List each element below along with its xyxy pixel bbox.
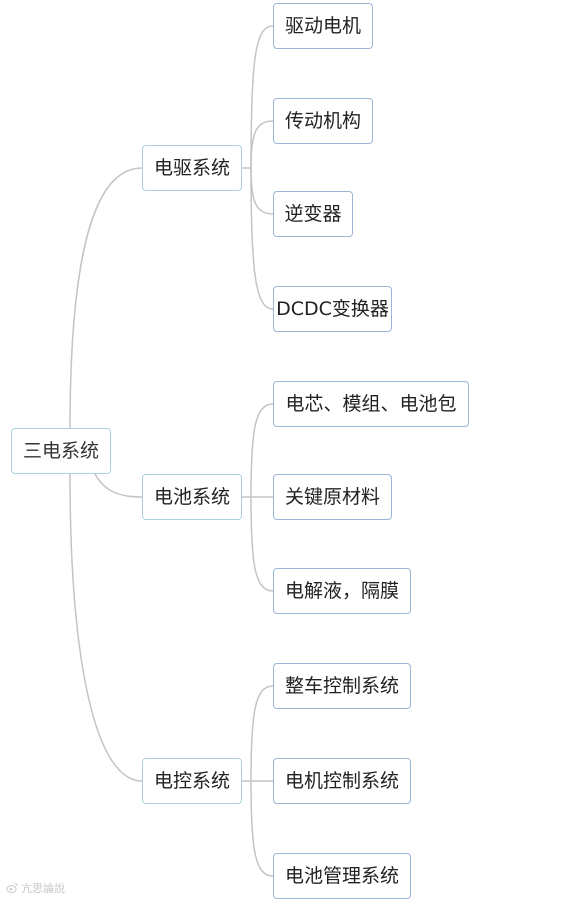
leaf-node-2-1[interactable]: 电芯、模组、电池包 [273,381,469,427]
branch-node-3[interactable]: 电控系统 [142,758,242,804]
leaf-node-3-2[interactable]: 电机控制系统 [273,758,411,804]
watermark: 亢思論說 [6,880,65,896]
leaf-node-1-2[interactable]: 传动机构 [273,98,373,144]
leaf-node-2-3[interactable]: 电解液，隔膜 [273,568,411,614]
branch2-child1-connector [250,403,274,498]
watermark-text: 亢思論說 [21,882,65,895]
branch1-child3-connector [250,167,274,215]
leaf-node-2-2[interactable]: 关键原材料 [273,474,392,520]
leaf-node-2-3-label: 电解液，隔膜 [284,579,399,602]
leaf-node-3-1[interactable]: 整车控制系统 [273,663,411,709]
leaf-node-1-1-label: 驱动电机 [284,14,361,37]
leaf-node-1-4-label: DCDC变换器 [276,297,389,320]
leaf-node-2-2-label: 关键原材料 [284,485,380,508]
branch2-child3-connector [250,496,274,592]
root-connector-2 [94,473,143,498]
branch-node-1[interactable]: 电驱系统 [142,145,242,191]
leaf-node-1-3-label: 逆变器 [284,202,342,225]
leaf-node-1-2-label: 传动机构 [284,109,361,132]
branch1-child2-connector [250,120,274,169]
root-connector-1 [69,167,143,431]
leaf-node-3-3[interactable]: 电池管理系统 [273,853,411,899]
leaf-node-1-4[interactable]: DCDC变换器 [273,286,392,332]
branch-node-2-label: 电池系统 [153,485,230,508]
leaf-node-3-2-label: 电机控制系统 [284,769,399,792]
leaf-node-1-1[interactable]: 驱动电机 [273,3,373,49]
branch3-child3-connector [250,780,274,877]
branch1-child4-connector [250,167,274,310]
branch-node-1-label: 电驱系统 [153,156,230,179]
root-connector-3 [69,473,143,782]
branch3-child1-connector [250,685,274,782]
leaf-node-1-3[interactable]: 逆变器 [273,191,353,237]
leaf-node-2-1-label: 电芯、模组、电池包 [285,392,457,415]
root-node-label: 三电系统 [22,439,99,462]
leaf-node-3-1-label: 整车控制系统 [284,674,399,697]
branch-node-2[interactable]: 电池系统 [142,474,242,520]
leaf-node-3-3-label: 电池管理系统 [284,864,399,887]
root-node[interactable]: 三电系统 [11,428,111,474]
branch-node-3-label: 电控系统 [153,769,230,792]
branch1-child1-connector [250,25,274,169]
weibo-icon [6,883,18,893]
